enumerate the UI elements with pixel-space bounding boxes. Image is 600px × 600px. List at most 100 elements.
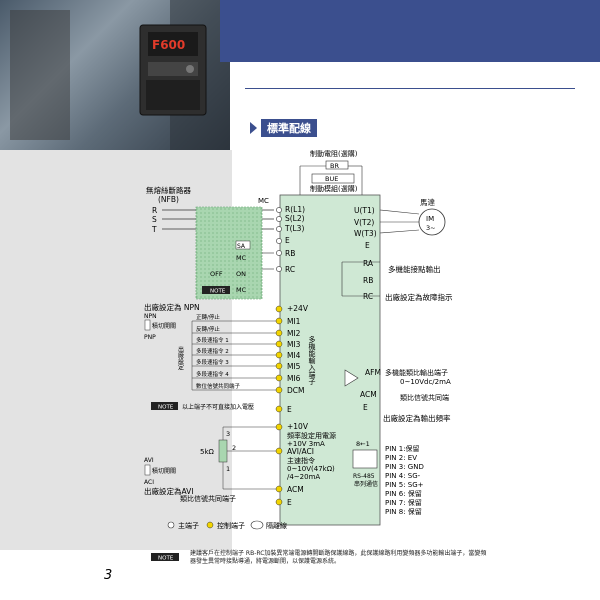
side-band [0, 150, 232, 550]
input-switch-wires [191, 320, 276, 391]
terminal-s: S(L2) [285, 214, 305, 223]
legend-ctrl-icon [206, 521, 214, 529]
fault-setting-label: 出廠設定為故障指示 [385, 292, 453, 302]
legend-shield: 隔離線 [266, 521, 287, 530]
terminal-ra: RA [363, 259, 374, 268]
on-label: ON [236, 270, 246, 278]
legend-shield-icon [250, 520, 264, 530]
phase-s-label: S [152, 215, 157, 224]
accent-bar [232, 45, 600, 50]
terminal-mi1: MI1 [287, 317, 301, 326]
br-label: BR [330, 162, 339, 170]
plus10v-range: +10V 3mA [287, 440, 325, 448]
note-badge-2 [151, 402, 178, 410]
terminal-rc-right: RC [363, 292, 373, 301]
terminal-rb-left: RB [285, 249, 295, 258]
note-text-2: NOTE [158, 405, 174, 411]
left-main-terminals [276, 207, 282, 272]
terminal-e-mid: E [287, 405, 292, 414]
terminal-e-right: E [365, 241, 370, 250]
aci-range: /4~20mA [287, 473, 320, 481]
page-number: 3 [104, 568, 113, 583]
note-text-3: NOTE [158, 556, 174, 562]
rs485-pin-7: PIN 7: 保留 [385, 498, 422, 507]
npn-switch[interactable] [144, 319, 151, 331]
avi-label: AVI [144, 457, 154, 464]
title-rule [245, 88, 575, 89]
rs485-pin-3: PIN 3: GND [385, 463, 424, 471]
protection-circuit [195, 206, 263, 300]
rs485-pin-1: PIN 1:保留 [385, 444, 420, 453]
terminal-e-top: E [285, 236, 290, 245]
sink-source-label: 積切開關 [152, 322, 176, 330]
motor-im: IM [426, 215, 434, 223]
pot-pin-3: 3 [226, 430, 230, 438]
ms2-label: 多段速指令 2 [196, 347, 229, 355]
section-title: 標準配線 [261, 119, 317, 137]
terminal-rb-right: RB [363, 276, 373, 285]
note-text-1: NOTE [210, 289, 226, 295]
avi-cmd: 主速指令 [287, 456, 315, 465]
note-badge-3 [151, 553, 179, 561]
terminal-dcm: DCM [287, 386, 304, 395]
terminal-mi6: MI6 [287, 374, 301, 383]
bue-label: BUE [325, 175, 338, 183]
phase-r-label: R [152, 206, 157, 215]
brake-resistor-label: 制動電阻(選購) [310, 149, 358, 158]
br-box [325, 160, 349, 170]
ms3-label: 多段速指令 3 [196, 358, 229, 366]
terminal-w: W(T3) [354, 229, 377, 238]
potentiometer [218, 439, 228, 463]
terminal-u: U(T1) [354, 206, 375, 215]
npn-label: NPN [144, 313, 157, 320]
factory-set-side-label: 出廠設定 [177, 345, 184, 371]
avi-aci-switch[interactable] [144, 464, 151, 476]
rev-label: 反轉/停止 [196, 325, 220, 333]
terminal-t: T(L3) [284, 224, 304, 233]
legend-ctrl: 控制端子 [217, 521, 245, 530]
mc-contact-label: MC [236, 286, 247, 294]
chevron-right-icon [250, 122, 257, 134]
terminal-mi5: MI5 [287, 362, 301, 371]
terminal-e-bot: E [287, 498, 292, 507]
motor-phase: 3~ [426, 224, 436, 232]
rs485-pin-2: PIN 2: EV [385, 454, 417, 462]
drive-illustration: F600 [10, 0, 230, 150]
control-input-terminals [275, 305, 283, 413]
terminal-rc-left: RC [285, 265, 295, 274]
rs485-pin-4: PIN 4: SG- [385, 472, 421, 480]
avi-range: 0~10V(47kΩ) [287, 465, 335, 473]
rs485-pin-order: 8←1 [356, 440, 370, 448]
pnp-label: PNP [144, 334, 156, 341]
ms1-label: 多段速指令 1 [196, 336, 229, 344]
legend-main-icon [167, 521, 175, 529]
legend-main: 主端子 [178, 521, 199, 530]
afm-range-label: 0~10Vdc/2mA [400, 378, 451, 386]
pot-label: 5kΩ [200, 448, 215, 456]
terminal-afm: AFM [365, 368, 381, 377]
digital-common-label: 數位信號共同端子 [196, 382, 241, 390]
rs485-pin-8: PIN 8: 保留 [385, 507, 422, 516]
rs485-port [352, 449, 378, 469]
header-banner [220, 0, 600, 62]
afm-output-label: 多機能類比輸出端子 [385, 368, 448, 377]
plus10v-sub: 頻率設定用電源 [287, 431, 336, 440]
mf-output-label: 多機能接點輸出 [388, 264, 441, 274]
multi-input-label: 多機能輸入端子 [308, 335, 316, 385]
product-photo: F600 [0, 0, 230, 150]
nfb-abbr: (NFB) [158, 195, 179, 204]
terminal-10v: +10V [287, 422, 309, 431]
bottom-note: 建議客戶在控制端子 RB-RC加裝異常端電源轉開斷路保護線路，此保護線路利用變頻… [190, 550, 487, 565]
rs485-pin-6: PIN 6: 保留 [385, 489, 422, 498]
analog-common-right-label: 類比信號共同端 [400, 393, 449, 402]
fwd-label: 正轉/停止 [196, 313, 220, 321]
terminal-mi3: MI3 [287, 340, 301, 349]
section-heading: 標準配線 [250, 119, 317, 137]
terminal-e-right-bottom: E [363, 403, 368, 412]
afm-amplifier [344, 369, 359, 387]
rs485-pin-5: PIN 5: SG+ [385, 481, 424, 489]
avi-setting-label: 出廠設定為AVI [144, 486, 194, 496]
